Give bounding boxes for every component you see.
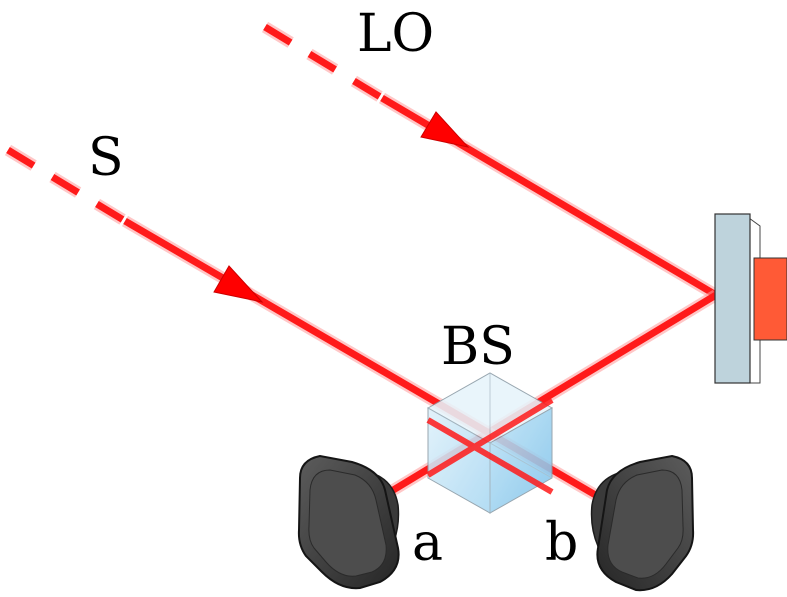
beams-in-cube	[426, 397, 554, 495]
detector-b-label: b	[545, 513, 578, 573]
detector-a-label: a	[412, 513, 443, 573]
beam-splitter-cube-icon	[426, 372, 554, 514]
beam-direction-arrow-icon	[420, 111, 470, 148]
beams	[4, 21, 720, 506]
photodetector-icon-a	[297, 454, 400, 590]
signal-beam-dashed	[4, 144, 129, 227]
lo-label: LO	[357, 4, 434, 64]
photodetector-icon-b	[590, 454, 695, 592]
mirror-icon	[714, 213, 787, 384]
beam-direction-arrow-icon	[213, 265, 264, 303]
signal-label: S	[88, 128, 124, 188]
lo-beam-dashed	[261, 21, 386, 104]
beam-splitter-label: BS	[441, 317, 515, 377]
